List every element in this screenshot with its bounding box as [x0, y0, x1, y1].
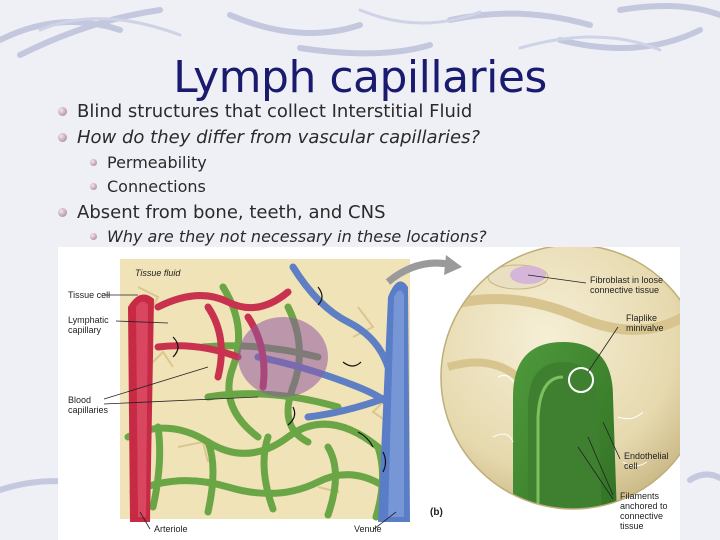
label-fibroblast: Fibroblast in loose connective tissue: [590, 275, 663, 295]
bullet-dot: [58, 133, 67, 142]
label-line: Blood: [68, 395, 92, 405]
label-flaplike-minivalve: Flaplike minivalve: [626, 313, 664, 333]
arterial-network: [154, 288, 292, 391]
bullet-dot: [58, 107, 67, 116]
lymph-capillary-figure: Tissue fluid Tissue cell Lymphatic capil…: [58, 247, 680, 540]
leader-lines: [103, 274, 621, 530]
subbullet-permeability: Permeability: [90, 153, 207, 172]
bullet-dot: [58, 208, 67, 217]
bullet-text: How do they differ from vascular capilla…: [77, 127, 480, 148]
bullet-differ-question: How do they differ from vascular capilla…: [58, 127, 480, 148]
slide-title: Lymph capillaries: [173, 52, 547, 103]
bullet-text: Connections: [107, 177, 206, 196]
label-panel-b: (b): [430, 507, 443, 518]
bullet-blind-structures: Blind structures that collect Interstiti…: [58, 101, 472, 122]
subbullet-why-question: Why are they not necessary in these loca…: [90, 227, 487, 246]
label-line: anchored to: [620, 501, 668, 511]
subbullet-connections: Connections: [90, 177, 206, 196]
minivalve-marker: [568, 367, 594, 393]
label-arteriole: Arteriole: [154, 524, 188, 534]
label-lymphatic-capillary: Lymphatic capillary: [68, 315, 109, 335]
bullet-dot: [90, 183, 97, 190]
anchoring-filaments: [492, 374, 648, 467]
bullet-dot: [90, 159, 97, 166]
label-venule: Venule: [354, 524, 382, 534]
flow-arrows: [172, 286, 387, 473]
label-tissue-cell: Tissue cell: [68, 290, 111, 300]
bullet-text: Blind structures that collect Interstiti…: [77, 101, 473, 122]
label-endothelial-cell: Endothelial cell: [624, 451, 669, 471]
label-line: minivalve: [626, 323, 664, 333]
label-line: Filaments: [620, 491, 660, 501]
bullet-dot: [90, 233, 97, 240]
label-line: Endothelial: [624, 451, 669, 461]
label-tissue-fluid: Tissue fluid: [135, 268, 181, 278]
label-line: capillary: [68, 325, 102, 335]
label-blood-capillaries: Blood capillaries: [68, 395, 108, 415]
label-filaments: Filaments anchored to connective tissue: [620, 491, 668, 531]
label-line: Flaplike: [626, 313, 658, 323]
label-line: connective: [620, 511, 664, 521]
label-line: cell: [624, 461, 638, 471]
label-line: tissue: [620, 521, 644, 531]
bullet-text: Absent from bone, teeth, and CNS: [77, 202, 386, 223]
bullet-text: Permeability: [107, 153, 207, 172]
label-line: connective tissue: [590, 285, 660, 295]
label-line: Fibroblast in loose: [590, 275, 664, 285]
capillary-bed: [238, 317, 328, 397]
label-line: capillaries: [68, 405, 109, 415]
figure-illustration: [103, 247, 680, 530]
label-line: Lymphatic: [68, 315, 109, 325]
bullet-text: Why are they not necessary in these loca…: [107, 227, 487, 246]
bullet-absent: Absent from bone, teeth, and CNS: [58, 202, 386, 223]
